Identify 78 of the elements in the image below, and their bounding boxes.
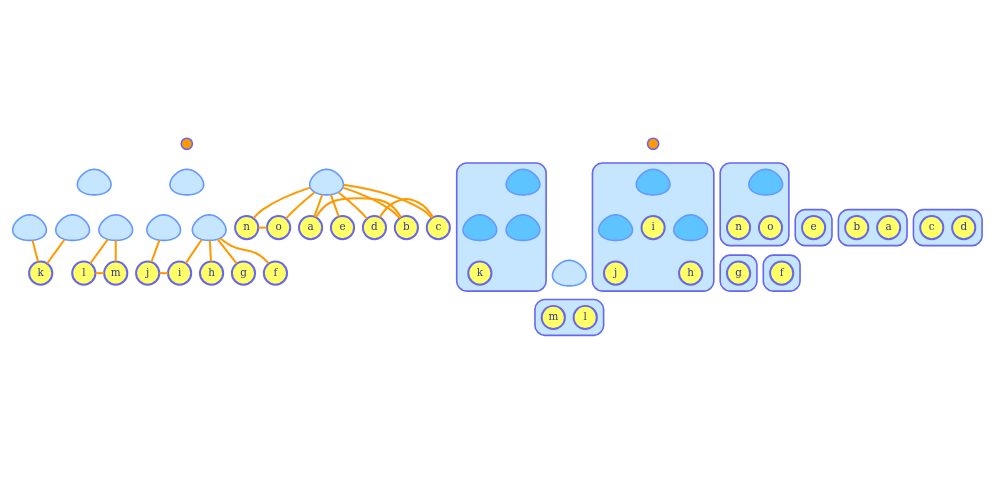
connector	[314, 197, 403, 219]
node-circle: a	[876, 215, 902, 241]
cluster	[719, 162, 790, 247]
connector	[313, 193, 324, 218]
node-circle: e	[329, 215, 356, 241]
node-circle: b	[393, 215, 419, 241]
connector	[150, 239, 161, 264]
node-circle: c	[425, 215, 451, 241]
node-blob	[635, 168, 671, 196]
connector	[46, 238, 66, 265]
connector	[208, 239, 212, 263]
node-circle: o	[266, 215, 292, 241]
node-blob	[146, 214, 182, 242]
cluster	[794, 208, 833, 247]
node-blob	[11, 214, 48, 242]
connector	[342, 186, 401, 220]
node-circle: b	[844, 215, 870, 241]
node-circle: g	[726, 260, 752, 286]
node-blob	[673, 214, 709, 242]
node-circle: l	[572, 304, 598, 331]
cluster	[534, 298, 605, 337]
node-circle: i	[640, 215, 666, 241]
connector	[31, 239, 39, 263]
node-blob	[505, 168, 541, 196]
node-blob	[505, 214, 541, 242]
node-circle: l	[71, 260, 97, 286]
connector	[89, 238, 109, 265]
node-blob	[55, 214, 91, 242]
node-circle: n	[234, 215, 260, 241]
cluster	[762, 254, 801, 292]
node-blob	[191, 214, 227, 242]
connector	[337, 191, 369, 220]
connector	[94, 272, 106, 275]
node-circle: n	[726, 215, 752, 241]
cluster	[912, 208, 983, 247]
connector	[329, 193, 340, 218]
node-circle: k	[28, 260, 54, 286]
node-blob	[597, 214, 634, 242]
node-circle: d	[361, 215, 388, 241]
connector	[158, 272, 169, 275]
node-circle: a	[298, 215, 324, 241]
node-blob	[169, 168, 205, 196]
cluster	[719, 254, 758, 292]
node-circle: j	[603, 260, 629, 286]
node-circle: j	[135, 260, 161, 286]
node-blob	[748, 168, 784, 196]
connector	[252, 186, 312, 220]
node-circle: f	[769, 260, 795, 286]
node-circle: c	[919, 215, 945, 241]
cluster	[837, 208, 908, 247]
node-blob	[462, 214, 498, 242]
node-circle: h	[199, 260, 225, 286]
node-circle: f	[262, 260, 288, 286]
node-circle: h	[678, 260, 704, 286]
node-circle: k	[467, 260, 493, 286]
node-blob	[551, 259, 587, 287]
node-circle: e	[801, 215, 827, 241]
node-circle: d	[951, 215, 977, 241]
connector	[284, 191, 316, 220]
connector	[342, 183, 433, 219]
node-blob	[76, 168, 112, 196]
node-blob	[308, 168, 345, 196]
node-circle	[180, 137, 194, 151]
connector	[219, 237, 270, 265]
cluster	[591, 162, 715, 292]
connector	[216, 238, 238, 265]
node-circle: g	[230, 260, 257, 286]
connector	[378, 197, 435, 219]
node-circle: o	[757, 215, 784, 241]
cluster	[455, 162, 547, 292]
node-circle	[646, 137, 660, 151]
node-circle: m	[103, 260, 129, 286]
connector	[114, 239, 117, 263]
node-blob	[98, 214, 134, 242]
node-circle: i	[167, 260, 193, 286]
connector	[257, 226, 268, 229]
node-circle: m	[540, 304, 566, 331]
connector	[184, 238, 203, 265]
